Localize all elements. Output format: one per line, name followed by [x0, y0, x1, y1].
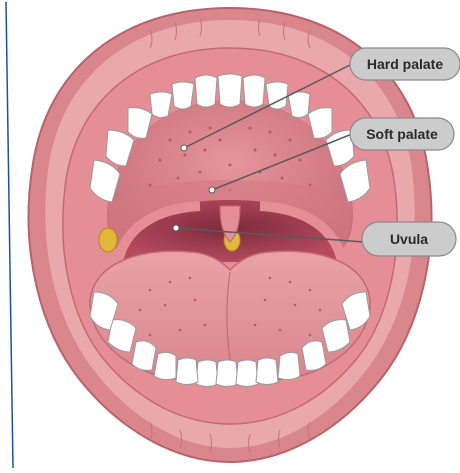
label-soft-palate: Soft palate — [350, 118, 454, 150]
label-uvula-text: Uvula — [390, 231, 428, 247]
label-hard-palate-text: Hard palate — [367, 56, 443, 72]
label-hard-palate: Hard palate — [350, 48, 460, 80]
label-uvula: Uvula — [362, 222, 456, 256]
left-tonsil — [99, 228, 117, 252]
frame-border-line — [6, 2, 13, 468]
label-soft-palate-text: Soft palate — [366, 126, 438, 142]
